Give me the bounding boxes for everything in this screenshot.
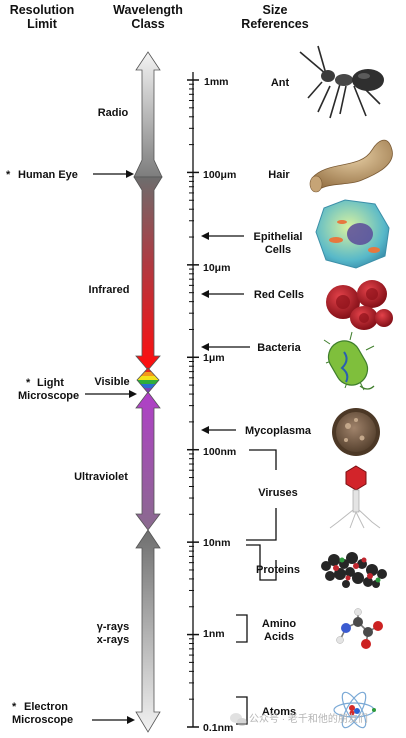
resolution-header-line1: Resolution (10, 3, 75, 17)
tick-label-10nm: 10nm (203, 537, 230, 549)
label-gamma-rays: γ-rays (97, 621, 129, 633)
size-label-red-cells: Red Cells (254, 289, 304, 301)
light-microscope-line2: Microscope (18, 390, 79, 402)
tick-label-100um: 100μm (203, 169, 236, 181)
label-infrared: Infrared (89, 284, 130, 296)
watermark-text: 公众号 · 老千和他的朋友们 (249, 712, 368, 725)
tick-label-1mm: 1mm (204, 76, 229, 88)
electron-microscope-line1: Electron (24, 701, 68, 713)
log-scale-ruler (187, 72, 199, 728)
infrared-segment (133, 176, 163, 371)
label-radio: Radio (98, 107, 129, 119)
radio-segment (133, 51, 163, 178)
hair-icon (309, 139, 393, 193)
pointer-red-cells (201, 290, 244, 298)
label-x-rays: x-rays (97, 634, 129, 646)
red-blood-cells-icon (326, 280, 393, 330)
tick-label-0.1nm: 0.1nm (203, 722, 233, 734)
atom-icon (333, 691, 376, 729)
virus-icon (329, 465, 381, 529)
bacteria-icon (323, 331, 375, 391)
gamma-segment (135, 529, 161, 733)
human-eye-label: Human Eye (18, 169, 78, 181)
label-visible: Visible (94, 376, 129, 388)
visible-spectrum-diamond (136, 367, 160, 394)
tick-label-10um: 10μm (203, 262, 230, 274)
size-label-epithelial-line1: Epithelial (254, 231, 303, 243)
size-label-atoms: Atoms (262, 706, 296, 718)
size-label-amino-line1: Amino (262, 618, 297, 630)
wavelength-arrow (133, 51, 163, 733)
watermark: 公众号 · 老千和他的朋友们 (230, 712, 368, 726)
light-microscope-line1: Light (37, 377, 64, 389)
tick-label-1um: 1μm (203, 352, 225, 364)
bracket-amino-acids (236, 614, 248, 643)
size-label-epithelial-line2: Cells (265, 244, 291, 256)
size-label-viruses: Viruses (258, 487, 298, 499)
asterisk-marker: * (26, 377, 31, 389)
asterisk-marker: * (12, 701, 17, 713)
pointer-mycoplasma (201, 426, 236, 434)
tick-label-1nm: 1nm (203, 628, 225, 640)
electron-microscope-line2: Microscope (12, 714, 73, 726)
resolution-electron-microscope: * Electron Microscope (12, 701, 135, 726)
resolution-human-eye: * Human Eye (6, 169, 134, 181)
size-label-hair: Hair (268, 169, 290, 181)
wavelength-header-line2: Class (131, 17, 164, 31)
size-label-proteins: Proteins (256, 564, 300, 576)
bracket-proteins (246, 544, 277, 581)
size-label-bacteria: Bacteria (257, 342, 301, 354)
wechat-icon (230, 713, 247, 726)
size-label-mycoplasma: Mycoplasma (245, 425, 312, 437)
resolution-light-microscope: * Light Microscope (18, 377, 137, 402)
size-header-line2: References (241, 17, 308, 31)
protein-icon (321, 552, 387, 588)
label-ultraviolet: Ultraviolet (74, 471, 128, 483)
wavelength-header-line1: Wavelength (113, 3, 183, 17)
tick-label-100nm: 100nm (203, 446, 236, 458)
amino-acid-icon (336, 608, 383, 649)
ant-icon (299, 45, 384, 119)
size-header-line1: Size (262, 3, 287, 17)
uv-segment (135, 391, 161, 531)
asterisk-marker: * (6, 169, 11, 181)
epithelial-cell-icon (315, 199, 390, 269)
mycoplasma-icon (332, 408, 380, 456)
size-label-ant: Ant (271, 77, 290, 89)
size-label-amino-line2: Acids (264, 631, 294, 643)
pointer-bacteria (201, 343, 250, 351)
resolution-header-line2: Limit (27, 17, 58, 31)
pointer-epithelial (201, 232, 244, 240)
bracket-viruses (246, 449, 277, 541)
